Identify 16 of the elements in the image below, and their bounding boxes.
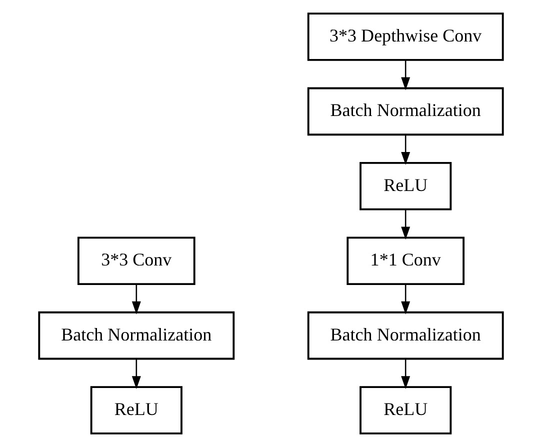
node-box: Batch Normalization (306, 87, 504, 136)
arrow (400, 209, 410, 240)
arrow (400, 284, 410, 314)
node-box: Batch Normalization (38, 311, 234, 360)
node-box: ReLU (90, 386, 182, 434)
node-box: 1*1 Conv (346, 236, 464, 285)
arrow (131, 284, 140, 314)
node-box: Batch Normalization (306, 311, 504, 360)
arrow (400, 134, 410, 165)
node-box: 3*3 Conv (76, 236, 195, 285)
node-box: ReLU (359, 162, 452, 210)
arrow (400, 60, 410, 90)
node-box: ReLU (359, 386, 452, 434)
node-box: 3*3 Depthwise Conv (306, 12, 504, 61)
arrow (400, 358, 410, 390)
arrow (131, 358, 140, 390)
